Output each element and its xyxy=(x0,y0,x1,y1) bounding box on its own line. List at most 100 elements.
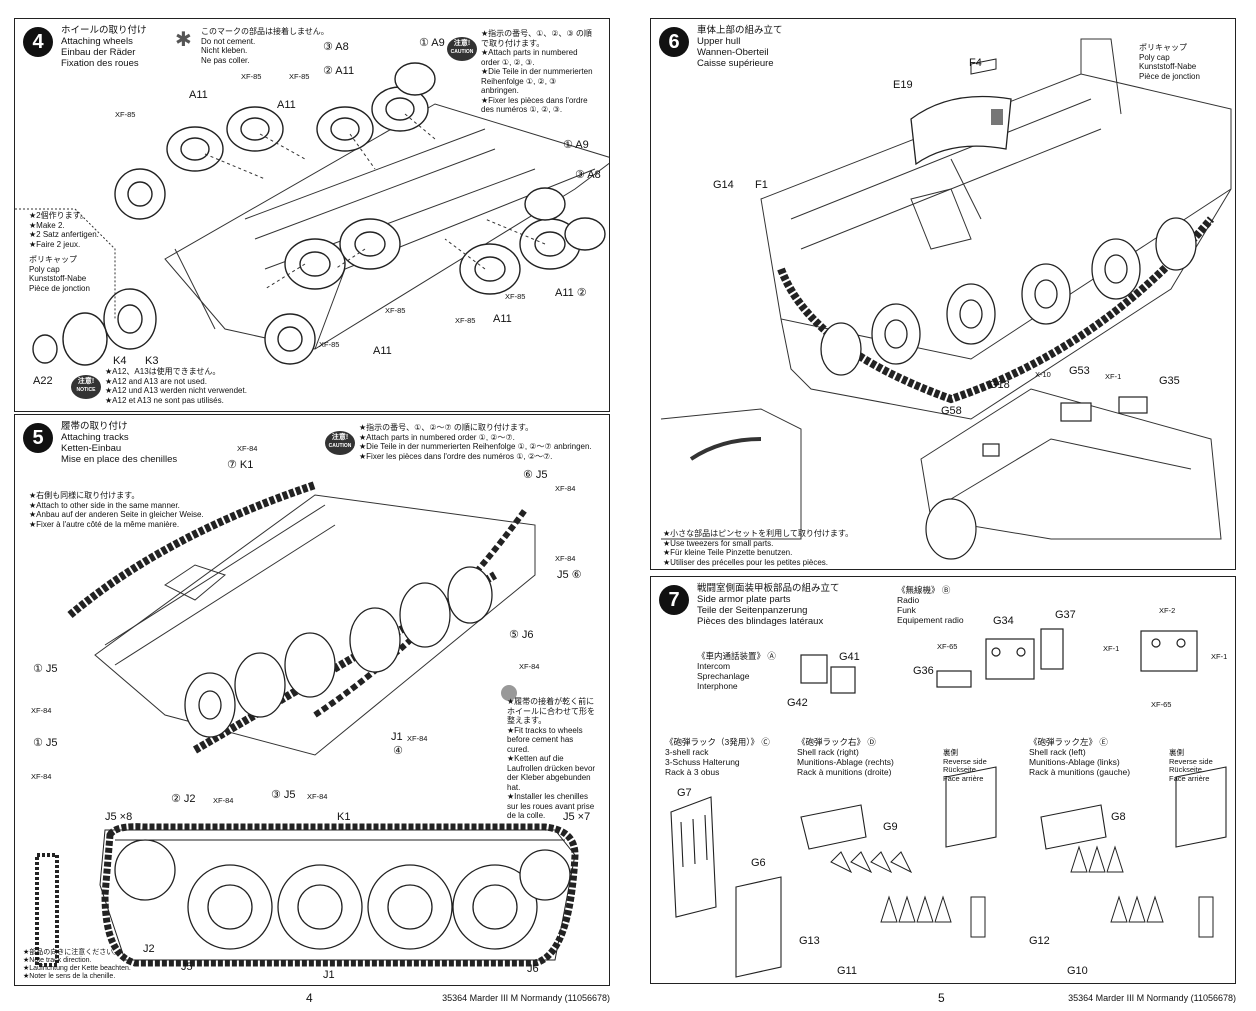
sub-line: Reverse side xyxy=(1169,756,1213,766)
rack-right-heading: 《砲弾ラック右》 Ⓓ Shell rack (right) Munitions-… xyxy=(797,737,894,777)
note-line: ★指示の番号、①、②～⑦ の順に取り付けます。 xyxy=(359,423,534,432)
label-j5x8: J5 ×8 xyxy=(105,811,133,823)
notice-sub: NOTICE xyxy=(76,387,96,393)
note-line: ★Laufrichtung der Kette beachten. xyxy=(23,965,131,972)
label-k4: K4 xyxy=(113,355,127,367)
label-xf84-c: XF-84 xyxy=(519,662,540,671)
label-a11-b: A11 xyxy=(493,313,512,325)
title-fr: Pièces des blindages latéraux xyxy=(697,616,824,627)
title-de: Ketten-Einbau xyxy=(61,443,122,454)
label-k1: ⑦ K1 xyxy=(227,459,254,471)
label-g37: G37 xyxy=(1055,609,1076,621)
caution-badge: 注意! CAUTION xyxy=(447,37,477,61)
label-xf2: XF-2 xyxy=(1159,606,1176,615)
direction-note: ★部品の向きに注意ください。 ★Note track direction. ★L… xyxy=(23,949,131,981)
sub-line: Face arrière xyxy=(943,773,984,783)
title-ja: 車体上部の組み立て xyxy=(697,25,783,36)
note-line: ★2 Satz anfertigen. xyxy=(29,230,99,239)
label-g8: G8 xyxy=(1111,811,1126,823)
page-number: 4 xyxy=(306,991,313,1005)
note-line: des numéros ①, ②, ③. xyxy=(481,105,563,114)
sub-line: 裏側 xyxy=(1169,748,1184,757)
label-j5-3: ③ J5 xyxy=(271,789,296,801)
nocement-note: このマークの部品は接着しません。 Do not cement. Nicht kl… xyxy=(201,27,329,65)
make2-note: ★2個作ります。 ★Make 2. ★2 Satz anfertigen. ★F… xyxy=(29,211,99,249)
note-line: ★2個作ります。 xyxy=(29,211,88,220)
note-line: ★A12 et A13 ne sont pas utilisés. xyxy=(105,395,224,405)
label-a22: A22 xyxy=(33,375,53,387)
label-j1: J1 xyxy=(391,731,403,743)
note-line: ★Installer les chenilles xyxy=(507,792,588,801)
label-g41: G41 xyxy=(839,651,860,663)
left-page: 4 ホイールの取り付け Attaching wheels Einbau der … xyxy=(14,18,610,1005)
sub-line: 《車内通話装置》 Ⓐ xyxy=(697,651,776,661)
title-en: Side armor plate parts xyxy=(697,594,791,605)
sub-line: Rack à munitions (gauche) xyxy=(1029,767,1131,777)
sub-line: 《無線機》 Ⓑ xyxy=(897,585,951,595)
note-line: ★Attach parts in numbered order ①, ②～⑦. xyxy=(359,432,515,442)
note-line: ★A12、A13は使用できません。 xyxy=(105,367,221,376)
caution-note: ★指示の番号、①、②、③ の順 で取り付けます。 ★Attach parts i… xyxy=(481,29,593,115)
caution-label: 注意! xyxy=(331,434,349,441)
title-ja: ホイールの取り付け xyxy=(61,25,147,36)
step-5-illustration xyxy=(35,481,579,967)
label-k1-side: K1 xyxy=(337,811,351,823)
label-xf85-7: XF-85 xyxy=(319,340,340,349)
page-footer: 35364 Marder III M Normandy (11056678) xyxy=(442,993,610,1003)
note-line: ★Die Teile in der nummerierten Reihenfol… xyxy=(359,442,592,451)
label-a11-c: A11 xyxy=(373,345,392,357)
note-line: ポリキャップ xyxy=(29,255,77,264)
label-j5-1: ① J5 xyxy=(33,663,58,675)
note-line: Laufrollen drücken bevor xyxy=(507,763,596,773)
label-a11-2: A11 xyxy=(277,99,296,111)
label-xf84-e: XF-84 xyxy=(31,772,52,781)
step-6-title: 車体上部の組み立て Upper hull Wannen-Oberteil Cai… xyxy=(697,25,783,69)
label-xf84-top: XF-84 xyxy=(237,444,258,453)
note-line: ★Fixer à l'autre côté de la même manière… xyxy=(29,519,180,529)
caution-label: 注意! xyxy=(453,40,471,47)
same-side-note: ★右側も同様に取り付けます。 ★Attach to other side in … xyxy=(29,491,204,529)
caution-badge: 注意! CAUTION xyxy=(325,431,355,455)
sub-line: Rack à 3 obus xyxy=(665,767,720,777)
note-line: hat. xyxy=(507,782,521,792)
rack-left-heading: 《砲弾ラック左》 Ⓔ Shell rack (left) Munitions-A… xyxy=(1029,737,1130,777)
label-x10: X-10 xyxy=(1035,370,1051,379)
label-j5x7: J5 ×7 xyxy=(563,811,591,823)
note-line: で取り付けます。 xyxy=(481,38,545,48)
note-line: Poly cap xyxy=(29,264,60,274)
label-g9: G9 xyxy=(883,821,898,833)
label-xf65b: XF-65 xyxy=(1151,700,1172,709)
label-xf85-2: XF-85 xyxy=(289,72,310,81)
label-g10: G10 xyxy=(1067,965,1088,977)
reverse-side-label: 裏側 Reverse side Rückseite Face arrière xyxy=(1169,748,1213,783)
rack3-heading: 《砲弾ラック（3発用）》 Ⓒ 3-shell rack 3-Schuss Hal… xyxy=(665,737,770,777)
label-four: ④ xyxy=(393,745,403,757)
sub-line: Rack à munitions (droite) xyxy=(797,767,892,777)
sub-line: Face arrière xyxy=(1169,773,1210,783)
note-line: ★履帯の接着が乾く前に xyxy=(507,697,595,706)
right-page: 6 車体上部の組み立て Upper hull Wannen-Oberteil C… xyxy=(628,0,1256,1011)
title-fr: Mise en place des chenilles xyxy=(61,454,178,465)
intercom-heading: 《車内通話装置》 Ⓐ Intercom Sprechanlage Interph… xyxy=(697,651,776,691)
note-line: ★右側も同様に取り付けます。 xyxy=(29,491,140,500)
title-en: Attaching wheels xyxy=(61,36,133,47)
note-line: Poly cap xyxy=(1139,52,1170,62)
label-g13: G13 xyxy=(799,935,820,947)
sub-line: 《砲弾ラック右》 Ⓓ xyxy=(797,737,876,747)
note-line: ★Die Teile in der nummerierten xyxy=(481,67,593,76)
sub-line: Sprechanlage xyxy=(697,671,750,681)
note-line: ★Für kleine Teile Pinzette benutzen. xyxy=(663,548,793,557)
note-line: Ne pas coller. xyxy=(201,55,250,65)
label-xf1b: XF-1 xyxy=(1211,652,1228,661)
polycap-note: ポリキャップ Poly cap Kunststoff-Nabe Pièce de… xyxy=(29,255,90,293)
step-6-panel: 6 車体上部の組み立て Upper hull Wannen-Oberteil C… xyxy=(650,18,1236,570)
sub-line: Munitions-Ablage (rechts) xyxy=(797,757,894,767)
sub-line: Intercom xyxy=(697,661,731,671)
note-line: ★Note track direction. xyxy=(23,957,92,964)
title-de: Wannen-Oberteil xyxy=(697,47,769,58)
notice-label: 注意! xyxy=(77,378,95,385)
label-a11-1: A11 xyxy=(189,89,208,101)
sub-line: 3-shell rack xyxy=(665,747,709,757)
note-line: ★Use tweezers for small parts. xyxy=(663,538,774,548)
note-line: ★Ketten auf die xyxy=(507,754,564,763)
